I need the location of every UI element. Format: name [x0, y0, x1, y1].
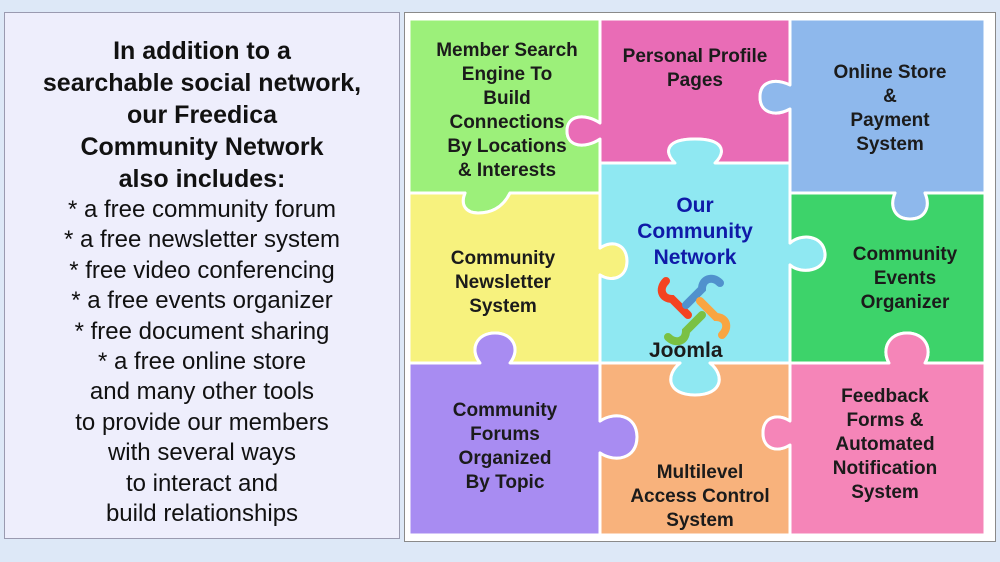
label-line: Events: [873, 268, 937, 289]
label-line: System: [469, 296, 537, 317]
joomla-logo-icon: [657, 274, 731, 346]
label-profile: Personal Profile Pages: [605, 45, 785, 93]
label-access: Multilevel Access Control System: [605, 461, 795, 533]
label-line: Network: [653, 246, 737, 269]
label-line: Online Store: [833, 62, 947, 83]
label-store: Online Store & Payment System: [800, 61, 980, 157]
label-line: Forums: [470, 424, 540, 445]
label-line: Multilevel: [656, 462, 744, 483]
label-line: Automated: [835, 434, 935, 455]
label-line: Engine To: [461, 64, 553, 85]
label-line: Member Search: [436, 40, 578, 61]
intro-line: our Freedica: [126, 101, 278, 129]
intro-line: searchable social network,: [42, 69, 362, 97]
label-line: System: [856, 134, 924, 155]
feature-line: * a free community forum: [67, 196, 337, 223]
label-line: Personal Profile: [622, 46, 768, 67]
label-line: & Interests: [457, 160, 557, 181]
label-line: By Topic: [465, 472, 545, 493]
label-line: Community: [450, 248, 556, 269]
label-line: Organizer: [860, 292, 950, 313]
label-line: Notification: [832, 458, 938, 479]
label-feedback: Feedback Forms & Automated Notification …: [790, 385, 980, 505]
feature-list: * a free community forum * a free newsle…: [5, 195, 399, 529]
label-events: Community Events Organizer: [815, 243, 995, 315]
feature-line: * a free online store: [97, 348, 307, 376]
feature-line: * free document sharing: [74, 317, 330, 345]
feature-line: with several ways: [107, 439, 297, 467]
label-line: Community: [637, 220, 753, 243]
puzzle-svg: [407, 17, 987, 537]
feature-line: build relationships: [105, 500, 299, 528]
feature-line: * free video conferencing: [69, 256, 335, 284]
label-line: Organized: [458, 448, 552, 469]
label-line: System: [851, 482, 919, 503]
label-line: Connections: [449, 112, 565, 133]
logo-text: Joomla: [649, 339, 723, 362]
label-line: Pages: [667, 70, 723, 91]
feature-line: * a free events organizer: [71, 287, 333, 315]
label-line: Build: [483, 88, 531, 109]
label-line: &: [883, 86, 897, 107]
label-line: Community: [452, 400, 558, 421]
feature-line: to provide our members: [75, 408, 329, 436]
label-line: Community: [852, 244, 958, 265]
feature-line: to interact and: [125, 469, 279, 497]
label-newsletter: Community Newsletter System: [413, 247, 593, 319]
label-forums: Community Forums Organized By Topic: [415, 399, 595, 495]
intro-line: also includes:: [118, 165, 286, 193]
label-line: Payment: [850, 110, 930, 131]
puzzle-graphic: Member Search Engine To Build Connection…: [404, 12, 996, 542]
puzzle-piece-feedback: [761, 331, 987, 537]
label-line: Our: [676, 194, 714, 217]
label-line: System: [666, 510, 734, 531]
label-line: Feedback: [841, 386, 929, 407]
label-member-search: Member Search Engine To Build Connection…: [419, 39, 595, 183]
description-panel: In addition to a searchable social netwo…: [4, 12, 400, 539]
feature-line: * a free newsletter system: [63, 226, 341, 254]
label-line: Access Control: [630, 486, 770, 507]
intro-heading: In addition to a searchable social netwo…: [5, 35, 399, 195]
intro-line: In addition to a: [113, 37, 291, 65]
label-line: Forms &: [846, 410, 924, 431]
feature-line: and many other tools: [89, 378, 315, 406]
label-line: Newsletter: [454, 272, 552, 293]
intro-line: Community Network: [80, 133, 324, 161]
label-center: Our Community Network: [605, 193, 785, 271]
label-line: By Locations: [447, 136, 567, 157]
